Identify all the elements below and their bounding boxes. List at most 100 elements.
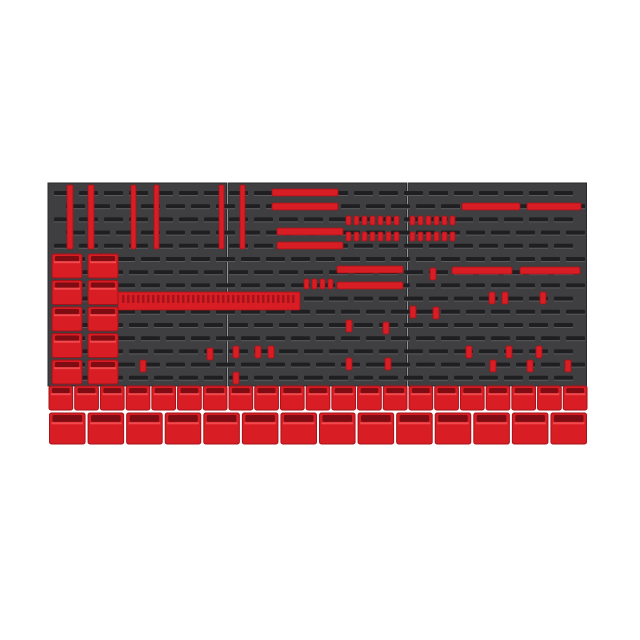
- panel-slot: [466, 283, 485, 288]
- bit-holder-slot: [217, 295, 220, 303]
- panel-slot-edge: [179, 247, 198, 249]
- panel-slot-edge: [179, 195, 198, 196]
- bit-holder-slot: [142, 295, 145, 303]
- panel-slot: [166, 362, 185, 367]
- upper-storage-bin-lip: [308, 393, 328, 396]
- lower-storage-bin-lip: [514, 422, 546, 425]
- panel-slot: [354, 375, 373, 380]
- panel-slot-edge: [441, 261, 460, 262]
- lower-storage-bin-opening: [91, 415, 121, 422]
- tool-hook: [505, 345, 513, 359]
- tool-hook: [488, 291, 496, 305]
- panel-slot: [291, 257, 310, 261]
- small-clip: [409, 215, 416, 226]
- lower-storage-bin-opening: [438, 415, 468, 422]
- vertical-tool-rail: [87, 184, 95, 250]
- upper-storage-bin-opening: [309, 388, 327, 394]
- side-storage-bin-lip: [90, 367, 116, 370]
- tool-hook: [345, 319, 353, 333]
- panel-slot-edge: [554, 195, 573, 196]
- vertical-tool-rail: [130, 184, 137, 250]
- panel-slot-edge: [266, 287, 285, 289]
- lower-storage-bin-lip: [167, 422, 199, 425]
- panel-slot: [104, 243, 123, 248]
- panel-slot-edge: [566, 313, 585, 315]
- panel-slot: [216, 257, 235, 261]
- panel-slot: [279, 270, 298, 275]
- horizontal-tool-holder: [526, 202, 582, 211]
- panel-slot: [416, 362, 435, 367]
- panel-slot: [204, 243, 223, 248]
- small-clip: [361, 231, 368, 242]
- panel-slot-edge: [391, 234, 410, 236]
- panel-slot: [179, 191, 198, 195]
- panel-slot-edge: [204, 353, 223, 355]
- panel-slot: [504, 323, 523, 327]
- panel-slot-edge: [316, 340, 335, 342]
- panel-slot: [479, 349, 498, 354]
- upper-storage-bin-opening: [206, 388, 224, 394]
- panel-slot-edge: [216, 313, 235, 315]
- panel-slot: [354, 349, 373, 354]
- bit-holder-slot: [212, 295, 215, 303]
- bit-holder-slot: [267, 295, 270, 303]
- panel-slot: [491, 336, 510, 341]
- vertical-tool-rail: [153, 184, 160, 250]
- upper-storage-bin-lip: [51, 393, 71, 396]
- panel-slot: [179, 323, 198, 327]
- panel-slot-edge: [341, 261, 360, 262]
- panel-slot-edge: [254, 327, 273, 328]
- panel-slot: [241, 362, 260, 367]
- panel-slot: [291, 336, 310, 341]
- upper-storage-bin-lip: [282, 393, 303, 396]
- tool-hook: [384, 357, 392, 371]
- panel-slot: [516, 336, 535, 341]
- panel-slot-edge: [529, 379, 548, 381]
- panel-slot-edge: [354, 327, 373, 328]
- tool-hook: [429, 267, 437, 281]
- panel-slot-edge: [354, 300, 373, 302]
- panel-slot: [504, 243, 523, 248]
- panel-slot: [279, 217, 298, 222]
- side-storage-bin-opening: [55, 256, 79, 262]
- panel-slot-edge: [529, 247, 548, 249]
- panel-slot: [91, 204, 110, 209]
- tool-hook: [526, 359, 534, 373]
- panel-slot: [516, 283, 535, 288]
- panel-slot-edge: [304, 327, 323, 328]
- panel-slot-edge: [116, 340, 135, 342]
- panel-slot: [241, 257, 260, 261]
- panel-slot: [441, 257, 460, 261]
- panel-slot-edge: [241, 313, 260, 315]
- panel-slot-edge: [91, 208, 110, 210]
- lower-storage-bin-lip: [437, 422, 469, 425]
- panel-slot: [466, 336, 485, 341]
- panel-slot-edge: [554, 274, 573, 276]
- panel-slot-edge: [266, 340, 285, 342]
- panel-slot: [454, 243, 473, 248]
- panel-slot: [479, 323, 498, 327]
- tool-hook: [501, 291, 509, 305]
- panel-slot: [479, 243, 498, 248]
- panel-slot: [366, 257, 385, 261]
- panel-slot: [504, 375, 523, 380]
- bit-holder-slot: [177, 295, 180, 303]
- panel-slot-edge: [391, 366, 410, 368]
- panel-slot: [516, 309, 535, 314]
- panel-slot-edge: [504, 195, 523, 196]
- upper-storage-bin-opening: [77, 388, 96, 394]
- panel-slot-edge: [179, 221, 198, 223]
- panel-slot: [404, 296, 423, 301]
- panel-slot: [216, 283, 235, 288]
- panel-slot-edge: [154, 221, 173, 223]
- panel-slot: [429, 243, 448, 248]
- panel-slot: [429, 323, 448, 327]
- bit-holder-slot: [182, 295, 185, 303]
- panel-slot-edge: [154, 195, 173, 196]
- small-clip: [369, 231, 376, 242]
- panel-slot-edge: [541, 366, 560, 368]
- bit-holder-slot: [207, 295, 210, 303]
- panel-slot-edge: [141, 208, 160, 210]
- panel-slot-edge: [529, 274, 548, 276]
- panel-slot-edge: [129, 247, 148, 249]
